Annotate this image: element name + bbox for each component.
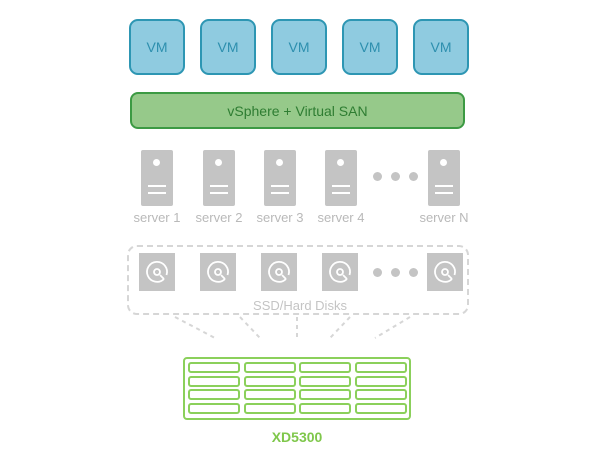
disk-icon: [427, 253, 463, 291]
disk-icon: [139, 253, 175, 291]
vm-box: VM: [200, 19, 256, 75]
server-label: server 3: [256, 210, 304, 225]
drive-slot: [188, 389, 240, 400]
ellipsis-icon: [373, 268, 418, 277]
server-label: server 1: [133, 210, 181, 225]
drive-slot: [243, 375, 296, 387]
vm-label: VM: [359, 39, 381, 55]
drive-slot: [354, 389, 407, 400]
server-icon: [141, 150, 173, 206]
vm-box: VM: [342, 19, 398, 75]
disk-group-label: SSD/Hard Disks: [253, 298, 347, 313]
connector-line: [329, 316, 351, 339]
connector-line: [174, 316, 216, 339]
vm-label: VM: [288, 39, 310, 55]
disk-icon: [322, 253, 358, 291]
vm-label: VM: [217, 39, 239, 55]
drive-slot: [188, 362, 240, 373]
drive-slot: [354, 375, 407, 387]
disk-group-boundary: [127, 245, 469, 315]
drive-slot: [354, 362, 407, 373]
drive-slot: [299, 362, 351, 373]
vm-box: VM: [413, 19, 469, 75]
server-label: server N: [419, 210, 469, 225]
server-icon: [203, 150, 235, 206]
vm-box: VM: [271, 19, 327, 75]
server-label: server 2: [195, 210, 243, 225]
disk-icon: [261, 253, 297, 291]
ellipsis-icon: [373, 172, 418, 181]
drive-slot: [299, 389, 351, 400]
drive-slot: [188, 402, 240, 414]
server-label: server 4: [317, 210, 365, 225]
drive-slot: [243, 402, 296, 414]
disk-icon: [200, 253, 236, 291]
drive-slot: [299, 402, 351, 414]
drive-slot: [299, 375, 351, 387]
hypervisor-label: vSphere + Virtual SAN: [227, 102, 368, 119]
drive-slot: [243, 362, 296, 373]
vm-label: VM: [146, 39, 168, 55]
drive-slot: [243, 389, 296, 400]
connector-line: [239, 316, 261, 339]
hypervisor-bar: vSphere + Virtual SAN: [130, 92, 465, 129]
drive-slot: [188, 375, 240, 387]
vm-label: VM: [430, 39, 452, 55]
connector-line: [374, 316, 411, 339]
drive-slot: [354, 402, 407, 414]
server-icon: [428, 150, 460, 206]
server-icon: [325, 150, 357, 206]
server-icon: [264, 150, 296, 206]
storage-array-icon: [183, 357, 411, 420]
vm-box: VM: [129, 19, 185, 75]
storage-array-label: XD5300: [271, 429, 323, 445]
